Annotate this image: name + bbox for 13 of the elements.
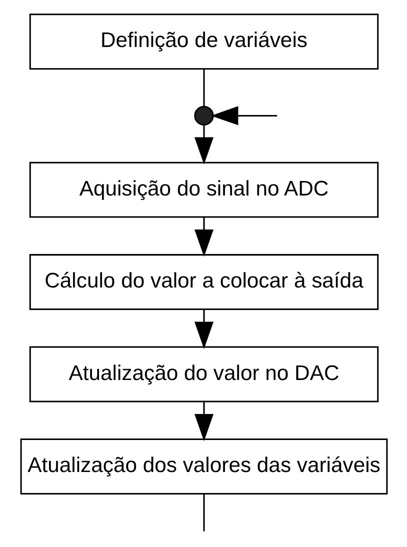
arrow [194,402,214,442]
arrow [210,106,277,126]
connector [202,494,204,532]
node-circle [194,106,214,126]
arrow [194,217,214,257]
node-box: Atualização do valor no DAC [28,346,378,402]
arrow [194,309,214,349]
arrow [194,124,214,164]
node-box: Cálculo do valor a colocar à saída [28,254,378,310]
node-box: Definição de variáveis [28,14,378,70]
node-box: Atualização dos valores das variáveis [20,438,388,494]
node-box: Aquisição do sinal no ADC [28,162,378,218]
connector [202,69,204,107]
